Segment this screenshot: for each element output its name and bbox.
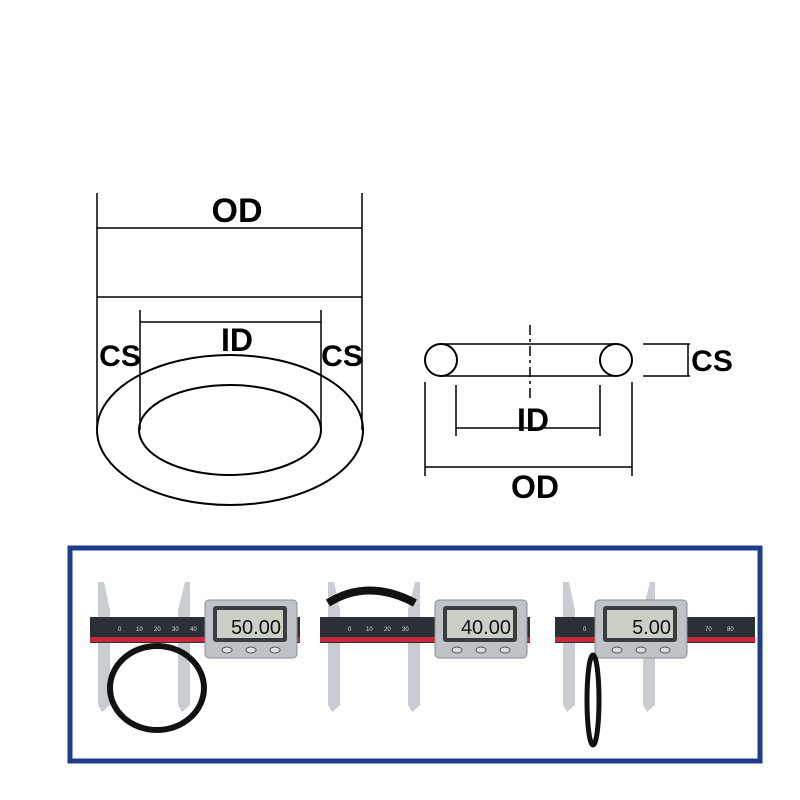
section-circle-right [599, 343, 633, 377]
scale-red-stripe [90, 637, 300, 642]
scale-tick-label: 0 [118, 627, 122, 633]
sliding-jaw [178, 582, 190, 712]
ring-cs-left-label: CS [99, 340, 141, 373]
lcd-screen [607, 610, 673, 638]
scale-tick-label: 80 [727, 627, 734, 633]
caliper-reading: 5.00 [632, 617, 671, 639]
caliper-button [499, 646, 511, 654]
ring-outer-edge [96, 354, 364, 506]
scale-tick-label: 0 [583, 627, 587, 633]
scale-tick-label: 70 [705, 627, 712, 633]
caliper-photo-cs: 5.00 0 70 80 [555, 582, 755, 748]
ring-inner-edge [138, 384, 322, 476]
sliding-jaw [408, 582, 420, 712]
caliper-button [451, 646, 463, 654]
scale-tick-label: 30 [402, 627, 409, 633]
fixed-jaw [98, 582, 110, 712]
scale-tick-label: 20 [154, 627, 161, 633]
scale-tick-label: 30 [172, 627, 179, 633]
scale-tick-label: 0 [348, 627, 352, 633]
caliper-button [269, 646, 281, 654]
scale-tick-label: 10 [366, 627, 373, 633]
fixed-jaw [563, 582, 575, 712]
scale-tick-label: 10 [136, 627, 143, 633]
section-cs-label: CS [691, 345, 733, 378]
caliper-button [221, 646, 233, 654]
ring-view [96, 193, 364, 506]
ring-cs-right-label: CS [321, 340, 363, 373]
scale-tick-label: 40 [190, 627, 197, 633]
lcd-screen [217, 610, 283, 638]
caliper-button [475, 646, 487, 654]
caliper-button [245, 646, 257, 654]
ring-id-label: ID [221, 322, 253, 358]
o-ring [325, 586, 417, 607]
section-id-label: ID [517, 402, 549, 438]
caliper-reading: 50.00 [231, 617, 281, 639]
caliper-photo-od: 50.00 0 10 20 30 40 [90, 582, 300, 733]
ring-od-label: OD [212, 192, 263, 230]
section-circle-left [424, 343, 458, 377]
scale-red-stripe [320, 637, 530, 642]
caliper-button [659, 646, 671, 654]
caliper-button [611, 646, 623, 654]
caliper-button [635, 646, 647, 654]
section-view [424, 325, 690, 476]
lcd-screen [447, 610, 513, 638]
caliper-photo-id: 40.00 0 10 20 30 [320, 582, 530, 712]
scale-tick-label: 20 [384, 627, 391, 633]
fixed-jaw [328, 582, 340, 712]
o-ring [584, 652, 602, 748]
o-ring [107, 643, 207, 733]
section-od-label: OD [511, 469, 559, 505]
caliper-reading: 40.00 [461, 617, 511, 639]
